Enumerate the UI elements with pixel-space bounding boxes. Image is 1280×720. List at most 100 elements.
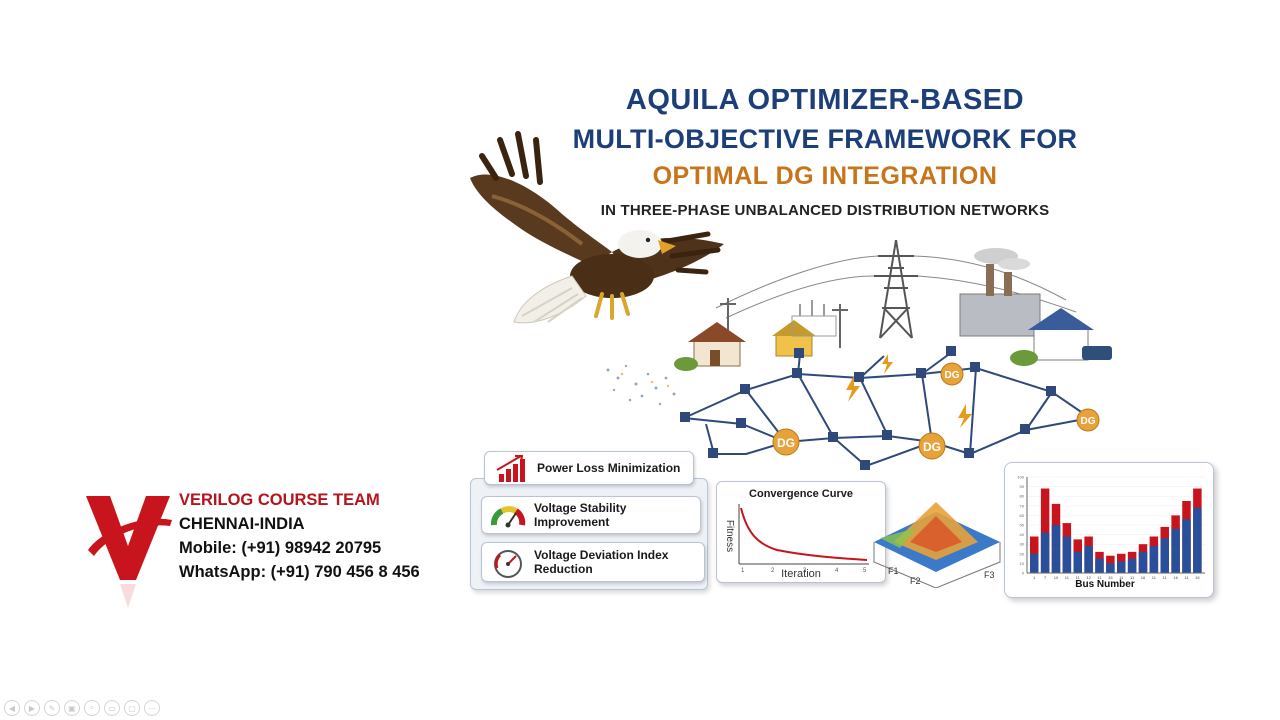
conv-xtick: 3 — [803, 568, 807, 574]
svg-text:DG: DG — [923, 440, 941, 454]
title-line-2: MULTI-OBJECTIVE FRAMEWORK FOR — [572, 124, 1078, 154]
bar-ytick: 100 — [1017, 475, 1024, 480]
bar-blue — [1030, 553, 1039, 573]
bar-blue — [1095, 558, 1104, 573]
conv-xtick: 5 — [863, 568, 867, 574]
objective-label: Voltage Stability Improvement — [534, 501, 627, 529]
surface-axis-label: F1 — [888, 566, 899, 576]
bar-blue — [1117, 561, 1126, 573]
bar-red — [1040, 488, 1050, 573]
dg-node: DG — [940, 362, 964, 386]
convergence-title: Convergence Curve — [749, 488, 853, 500]
bar-blue — [1127, 558, 1137, 573]
dg-node: DG — [1076, 408, 1100, 432]
subtitle: IN THREE-PHASE UNBALANCED DISTRIBUTION N… — [600, 202, 1050, 219]
zoom-button[interactable]: ⌕ — [84, 700, 100, 716]
title-line-3: OPTIMAL DG INTEGRATION — [652, 162, 998, 190]
bar-xtick: 11 — [1076, 575, 1081, 580]
gauge-icon — [490, 506, 526, 528]
convergence-curve-card: Fitness Iteration 1 2 3 4 5 Convergence … — [716, 481, 886, 583]
bar-xlabel: Bus Number — [1075, 579, 1135, 590]
previous-slide-button[interactable]: ◀ — [4, 700, 20, 716]
bar-xtick: 10 — [1054, 575, 1059, 580]
title-line-1: AQUILA OPTIMIZER-BASED — [625, 84, 1025, 116]
bar-ytick: 90 — [1020, 484, 1025, 489]
bar-ytick: 40 — [1020, 532, 1025, 537]
distribution-network-illustration: DG DG DG DG — [606, 239, 1112, 470]
surface-axis-label: F2 — [910, 576, 921, 586]
bar-xtick: 11 — [1119, 575, 1124, 580]
bar-xtick: 12 — [1086, 575, 1091, 580]
bar-xtick: 11 — [1163, 575, 1168, 580]
bar-blue — [1160, 538, 1169, 573]
bar-ytick: 10 — [1020, 561, 1025, 566]
bar-growth-icon — [496, 455, 525, 482]
bar-xtick: 11 — [1097, 575, 1102, 580]
bar-ytick: 20 — [1020, 551, 1025, 556]
objective-label: Voltage Deviation Index Reduction — [534, 548, 669, 576]
bar-xtick: 15 — [1195, 575, 1200, 580]
bar-ytick: 30 — [1020, 542, 1025, 547]
svg-text:DG: DG — [1081, 416, 1096, 427]
next-slide-button[interactable]: ▶ — [24, 700, 40, 716]
location: CHENNAI-INDIA — [179, 515, 305, 533]
mobile-number: Mobile: (+91) 98942 20795 — [179, 539, 382, 557]
pen-tool-button[interactable]: ✎ — [44, 700, 60, 716]
bar-blue — [1149, 546, 1159, 573]
dg-node: DG — [772, 428, 800, 456]
bar-xtick: 15 — [1108, 575, 1113, 580]
speedometer-icon — [494, 550, 522, 578]
verilog-course-team-logo — [86, 496, 172, 608]
conv-xtick: 2 — [771, 568, 775, 574]
camera-button[interactable]: ▢ — [124, 700, 140, 716]
bar-blue — [1138, 551, 1148, 573]
slideshow-toolbar: ◀ ▶ ✎ ▣ ⌕ ▭ ▢ ⋯ — [4, 700, 160, 716]
bar-ytick: 50 — [1020, 523, 1025, 528]
more-options-button[interactable]: ⋯ — [144, 700, 160, 716]
bar-blue — [1182, 519, 1191, 573]
objective-voltage-stability: Voltage Stability Improvement — [481, 496, 701, 534]
objective-label: Power Loss Minimization — [537, 461, 681, 475]
contact-info: VERILOG COURSE TEAM CHENNAI-INDIA Mobile… — [179, 488, 420, 584]
bar-blue — [1040, 532, 1050, 573]
bar-xtick: 16 — [1141, 575, 1146, 580]
conv-xlabel: Iteration — [781, 568, 821, 580]
surface-axis-label: F3 — [984, 570, 995, 580]
bar-xtick: 7 — [1044, 575, 1047, 580]
conv-xtick: 1 — [741, 568, 745, 574]
team-name: VERILOG COURSE TEAM — [179, 491, 380, 509]
objective-voltage-deviation: Voltage Deviation Index Reduction — [481, 542, 705, 582]
dg-node: DG — [918, 432, 946, 460]
pareto-surface-plot: F1 F2 F3 — [873, 502, 1001, 588]
svg-text:DG: DG — [945, 370, 960, 381]
bar-ytick: 0 — [1022, 571, 1025, 576]
bar-blue — [1084, 546, 1093, 573]
bar-xtick: 11 — [1130, 575, 1135, 580]
bar-ytick: 80 — [1020, 494, 1025, 499]
conv-xtick: 4 — [835, 568, 839, 574]
whatsapp-number: WhatsApp: (+91) 790 456 8 456 — [179, 563, 420, 581]
conv-ylabel: Fitness — [724, 520, 735, 552]
bar-blue — [1051, 525, 1061, 573]
bar-xtick: 16 — [1173, 575, 1178, 580]
see-all-slides-button[interactable]: ▣ — [64, 700, 80, 716]
bar-blue — [1193, 507, 1202, 573]
bar-ytick: 60 — [1020, 513, 1025, 518]
subtitles-button[interactable]: ▭ — [104, 700, 120, 716]
bar-xtick: 1 — [1033, 575, 1036, 580]
bar-xtick: 11 — [1065, 575, 1070, 580]
objective-power-loss: Power Loss Minimization — [484, 451, 694, 485]
svg-text:DG: DG — [777, 436, 795, 450]
bar-blue — [1073, 551, 1082, 573]
bar-blue — [1171, 528, 1180, 573]
eagle-illustration — [470, 131, 724, 324]
bar-xtick: 11 — [1152, 575, 1157, 580]
bar-blue — [1062, 536, 1072, 573]
bar-ytick: 70 — [1020, 503, 1025, 508]
bar-blue — [1106, 563, 1115, 573]
convergence-chart: Fitness Iteration 1 2 3 4 5 — [724, 504, 869, 580]
bar-xtick: 11 — [1184, 575, 1189, 580]
